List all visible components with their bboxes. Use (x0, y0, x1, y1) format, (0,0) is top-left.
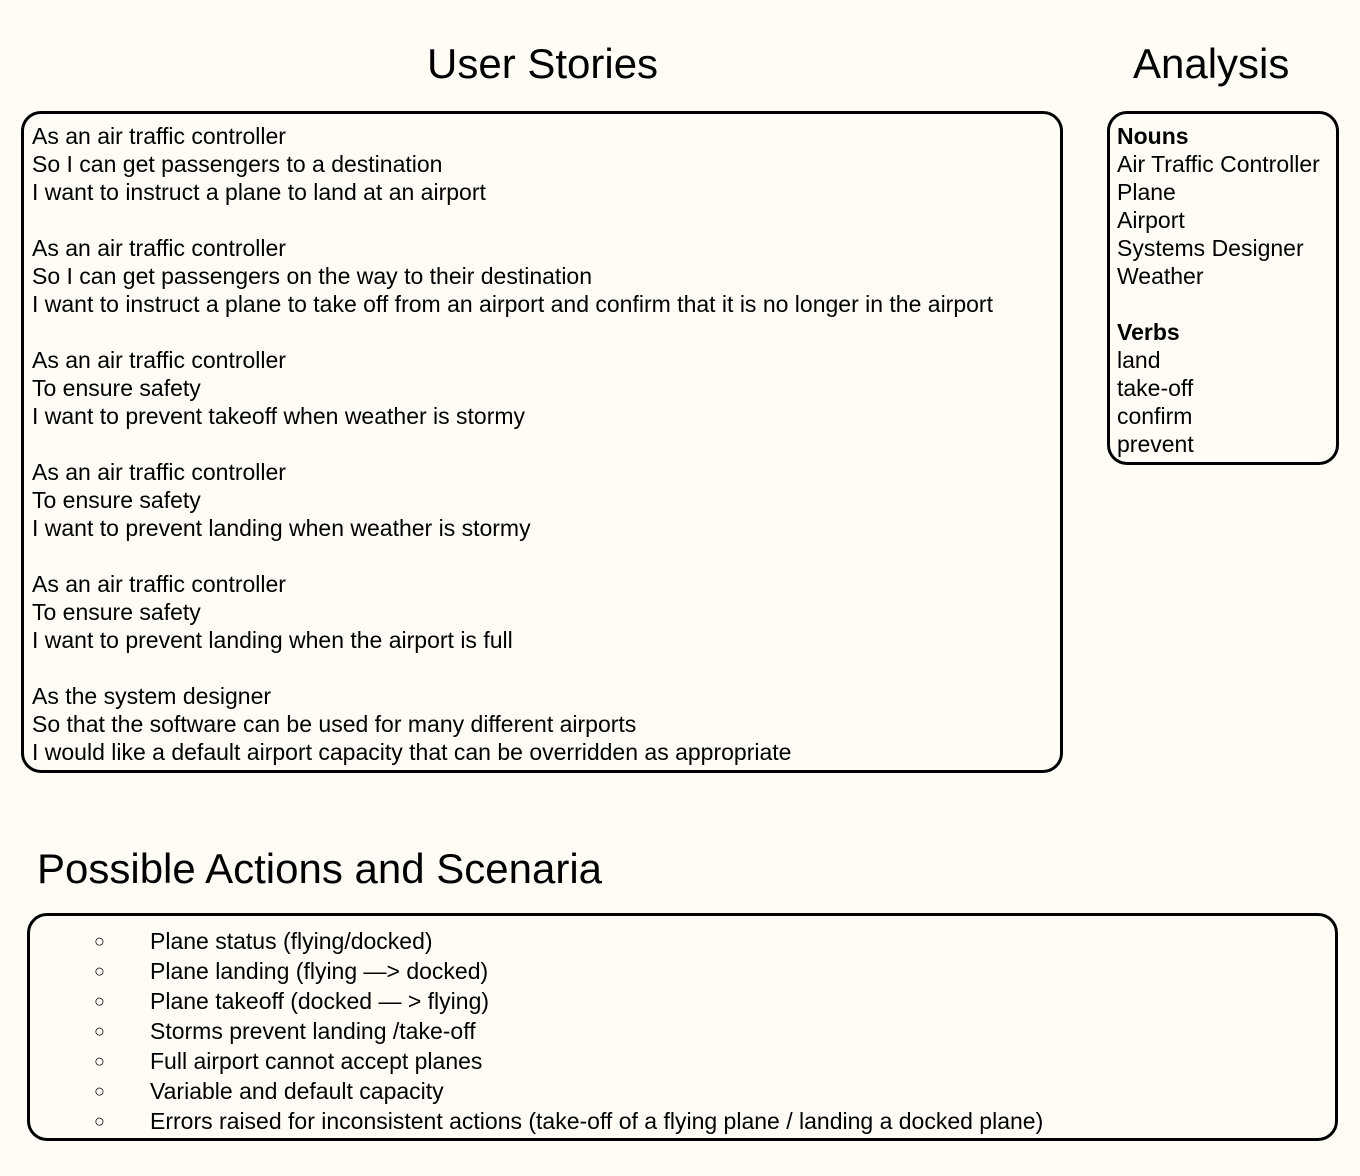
action-text: Errors raised for inconsistent actions (… (150, 1108, 1044, 1134)
circle-bullet-icon: ○ (94, 961, 105, 981)
analysis-box: Nouns Air Traffic Controller Plane Airpo… (1107, 111, 1339, 465)
story-goal: So I can get passengers on the way to th… (32, 263, 593, 289)
story-role: As the system designer (32, 683, 272, 709)
verbs-title: Verbs (1117, 319, 1180, 345)
noun-item: Plane (1117, 179, 1176, 205)
circle-bullet-icon: ○ (94, 1051, 105, 1071)
circle-bullet-icon: ○ (94, 1081, 105, 1101)
noun-item: Airport (1117, 207, 1185, 233)
action-list-item: ○ Errors raised for inconsistent actions… (30, 1106, 1335, 1136)
story-goal: So that the software can be used for man… (32, 711, 637, 737)
action-text: Plane status (flying/docked) (150, 928, 433, 954)
noun-item: Air Traffic Controller (1117, 151, 1320, 177)
possible-actions-box: ○ Plane status (flying/docked) ○ Plane l… (27, 913, 1338, 1141)
action-text: Full airport cannot accept planes (150, 1048, 483, 1074)
action-list-item: ○ Plane landing (flying —> docked) (30, 956, 1335, 986)
action-list-item: ○ Plane status (flying/docked) (30, 926, 1335, 956)
verb-item: confirm (1117, 403, 1193, 429)
verb-item: prevent (1117, 431, 1194, 457)
action-list-item: ○ Storms prevent landing /take-off (30, 1016, 1335, 1046)
story-goal: So I can get passengers to a destination (32, 151, 443, 177)
noun-item: Systems Designer (1117, 235, 1304, 261)
user-stories-box: As an air traffic controller So I can ge… (21, 111, 1063, 773)
action-list-item: ○ Plane takeoff (docked — > flying) (30, 986, 1335, 1016)
nouns-title: Nouns (1117, 123, 1189, 149)
verbs-group: Verbs land take-off confirm prevent (1117, 318, 1336, 458)
story-want: I want to prevent landing when the airpo… (32, 627, 513, 653)
story-role: As an air traffic controller (32, 347, 286, 373)
user-stories-title: User Stories (427, 40, 659, 87)
user-story: As an air traffic controller So I can ge… (32, 234, 1060, 318)
possible-actions-title: Possible Actions and Scenaria (37, 845, 603, 892)
story-want: I want to instruct a plane to land at an… (32, 179, 486, 205)
user-story: As the system designer So that the softw… (32, 682, 1060, 766)
action-text: Storms prevent landing /take-off (150, 1018, 476, 1044)
circle-bullet-icon: ○ (94, 931, 105, 951)
verb-item: take-off (1117, 375, 1194, 401)
action-text: Plane landing (flying —> docked) (150, 958, 489, 984)
story-goal: To ensure safety (32, 599, 201, 625)
analysis-title: Analysis (1133, 40, 1290, 87)
story-want: I want to instruct a plane to take off f… (32, 291, 993, 317)
nouns-group: Nouns Air Traffic Controller Plane Airpo… (1117, 122, 1336, 290)
circle-bullet-icon: ○ (94, 1111, 105, 1131)
story-role: As an air traffic controller (32, 123, 286, 149)
story-goal: To ensure safety (32, 487, 201, 513)
user-story: As an air traffic controller To ensure s… (32, 458, 1060, 542)
story-want: I want to prevent takeoff when weather i… (32, 403, 526, 429)
circle-bullet-icon: ○ (94, 991, 105, 1011)
user-story: As an air traffic controller To ensure s… (32, 346, 1060, 430)
action-text: Plane takeoff (docked — > flying) (150, 988, 490, 1014)
action-list-item: ○ Variable and default capacity (30, 1076, 1335, 1106)
verb-item: land (1117, 347, 1161, 373)
story-want: I want to prevent landing when weather i… (32, 515, 531, 541)
action-list-item: ○ Full airport cannot accept planes (30, 1046, 1335, 1076)
story-role: As an air traffic controller (32, 571, 286, 597)
noun-item: Weather (1117, 263, 1204, 289)
user-story: As an air traffic controller So I can ge… (32, 122, 1060, 206)
action-text: Variable and default capacity (150, 1078, 444, 1104)
story-goal: To ensure safety (32, 375, 201, 401)
circle-bullet-icon: ○ (94, 1021, 105, 1041)
user-story: As an air traffic controller To ensure s… (32, 570, 1060, 654)
story-role: As an air traffic controller (32, 459, 286, 485)
story-want: I would like a default airport capacity … (32, 739, 792, 765)
story-role: As an air traffic controller (32, 235, 286, 261)
